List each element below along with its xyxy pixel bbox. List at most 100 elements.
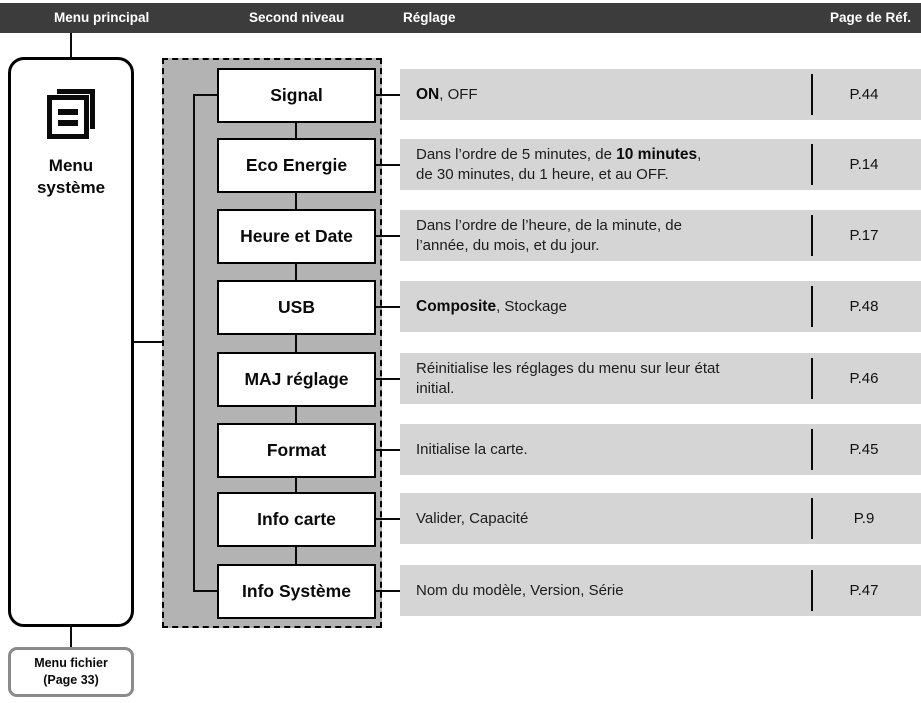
connector-line xyxy=(376,449,400,451)
divider-line xyxy=(811,215,813,256)
page-reference: P.48 xyxy=(849,298,879,315)
setting-description: Valider, Capacité xyxy=(416,493,798,544)
setting-description: Dans l’ordre de l’heure, de la minute, d… xyxy=(416,210,798,261)
page-reference: P.9 xyxy=(853,510,875,527)
main-menu-label: Menu système xyxy=(36,156,106,198)
connector-line xyxy=(295,477,297,493)
setting-value: , Stockage xyxy=(496,297,567,315)
connector-line xyxy=(70,625,72,647)
setting-row: Réinitialise les réglages du menu sur le… xyxy=(400,353,921,404)
setting-row: Nom du modèle, Version, Série P.47 xyxy=(400,565,921,616)
setting-description-text: Dans l’ordre de 5 minutes, de 10 minutes… xyxy=(416,145,701,184)
icon-front-page xyxy=(47,95,89,139)
divider-line xyxy=(811,498,813,539)
setting-row: Composite, Stockage P.48 xyxy=(400,281,921,332)
connector-line xyxy=(295,263,297,281)
page-reference: P.47 xyxy=(849,582,879,599)
divider-line xyxy=(811,144,813,185)
connector-line xyxy=(376,94,400,96)
setting-description-text: Nom du modèle, Version, Série xyxy=(416,581,624,600)
setting-value: Dans l’ordre de l’heure, de la minute, d… xyxy=(416,217,682,254)
setting-description: Nom du modèle, Version, Série xyxy=(416,565,798,616)
setting-value: Valider, Capacité xyxy=(416,509,529,527)
connector-line xyxy=(376,235,400,237)
column-header-bar: Menu principal Second niveau Réglage Pag… xyxy=(0,3,921,33)
setting-value: Initialise la carte. xyxy=(416,440,528,458)
divider-line xyxy=(811,286,813,327)
divider-line xyxy=(811,570,813,611)
menu-item-box: Eco Energie xyxy=(217,138,376,193)
setting-value: Nom du modèle, Version, Série xyxy=(416,581,624,599)
menu-item-box: MAJ réglage xyxy=(217,352,376,407)
setting-value-bold: 10 minutes xyxy=(616,145,698,163)
menu-item-label: Heure et Date xyxy=(240,226,353,246)
page-reference: P.46 xyxy=(849,370,879,387)
stacked-pages-menu-icon xyxy=(47,89,95,139)
setting-description: ON, OFF xyxy=(416,69,798,120)
setting-row: Valider, Capacité P.9 xyxy=(400,493,921,544)
setting-description-text: Composite, Stockage xyxy=(416,297,567,317)
connector-line xyxy=(133,341,163,343)
connector-spine xyxy=(193,94,195,592)
menu-item-box: Heure et Date xyxy=(217,209,376,264)
setting-value-bold: ON xyxy=(416,85,440,103)
page-reference: P.45 xyxy=(849,441,879,458)
connector-line xyxy=(376,518,400,520)
icon-text-bar xyxy=(58,108,78,115)
setting-description-text: Valider, Capacité xyxy=(416,509,528,528)
setting-value: , de 30 minutes, du 1 heure, et au OFF. xyxy=(416,145,702,183)
setting-row: ON, OFF P.44 xyxy=(400,69,921,120)
connector-line xyxy=(295,122,297,139)
menu-item-label: Info carte xyxy=(257,509,336,529)
menu-item-box: Format xyxy=(217,423,376,478)
setting-description-text: Initialise la carte. xyxy=(416,440,528,459)
setting-row: Dans l’ordre de l’heure, de la minute, d… xyxy=(400,210,921,261)
setting-row: Dans l’ordre de 5 minutes, de 10 minutes… xyxy=(400,139,921,190)
setting-description: Composite, Stockage xyxy=(416,281,798,332)
main-menu-box: Menu système xyxy=(8,57,134,627)
menu-item-label: Info Système xyxy=(242,581,351,601)
divider-line xyxy=(811,74,813,115)
setting-description-text: Réinitialise les réglages du menu sur le… xyxy=(416,359,720,397)
connector-line xyxy=(295,334,297,353)
connector-line xyxy=(193,94,218,96)
page-reference: P.17 xyxy=(849,227,879,244)
setting-description-text: Dans l’ordre de l’heure, de la minute, d… xyxy=(416,216,682,254)
column-header-second-niveau: Second niveau xyxy=(249,10,345,25)
menu-item-label: Format xyxy=(266,440,327,460)
divider-line xyxy=(811,429,813,470)
setting-value: Réinitialise les réglages du menu sur le… xyxy=(416,360,720,397)
page-reference: P.14 xyxy=(849,156,879,173)
connector-line xyxy=(70,33,72,58)
connector-line xyxy=(295,406,297,424)
connector-line xyxy=(193,590,218,592)
menu-item-label: Eco Energie xyxy=(245,155,348,175)
icon-back-page xyxy=(57,89,95,129)
setting-row: Initialise la carte. P.45 xyxy=(400,424,921,475)
connector-line xyxy=(376,378,400,380)
divider-line xyxy=(811,358,813,399)
menu-item-label: Signal xyxy=(270,85,323,105)
column-header-reglage: Réglage xyxy=(403,10,456,25)
setting-value: Dans l’ordre de 5 minutes, de xyxy=(416,145,617,163)
menu-item-box: Info carte xyxy=(217,492,376,547)
column-header-menu-principal: Menu principal xyxy=(54,10,150,25)
menu-item-box: Info Système xyxy=(217,564,376,619)
setting-description: Dans l’ordre de 5 minutes, de 10 minutes… xyxy=(416,139,798,190)
setting-description-text: ON, OFF xyxy=(416,85,478,105)
menu-item-box: Signal xyxy=(217,68,376,123)
menu-item-box: USB xyxy=(217,280,376,335)
connector-line xyxy=(376,306,400,308)
connector-line xyxy=(295,192,297,210)
column-header-page-ref: Page de Réf. xyxy=(829,10,911,25)
setting-value-bold: Composite xyxy=(416,297,497,315)
page-reference: P.44 xyxy=(849,86,879,103)
connector-line xyxy=(295,546,297,565)
setting-description: Réinitialise les réglages du menu sur le… xyxy=(416,353,798,404)
menu-item-label: USB xyxy=(278,297,315,317)
file-menu-box: Menu fichier (Page 33) xyxy=(8,647,134,697)
connector-line xyxy=(376,590,400,592)
icon-text-bar xyxy=(58,119,78,126)
connector-line xyxy=(376,164,400,166)
